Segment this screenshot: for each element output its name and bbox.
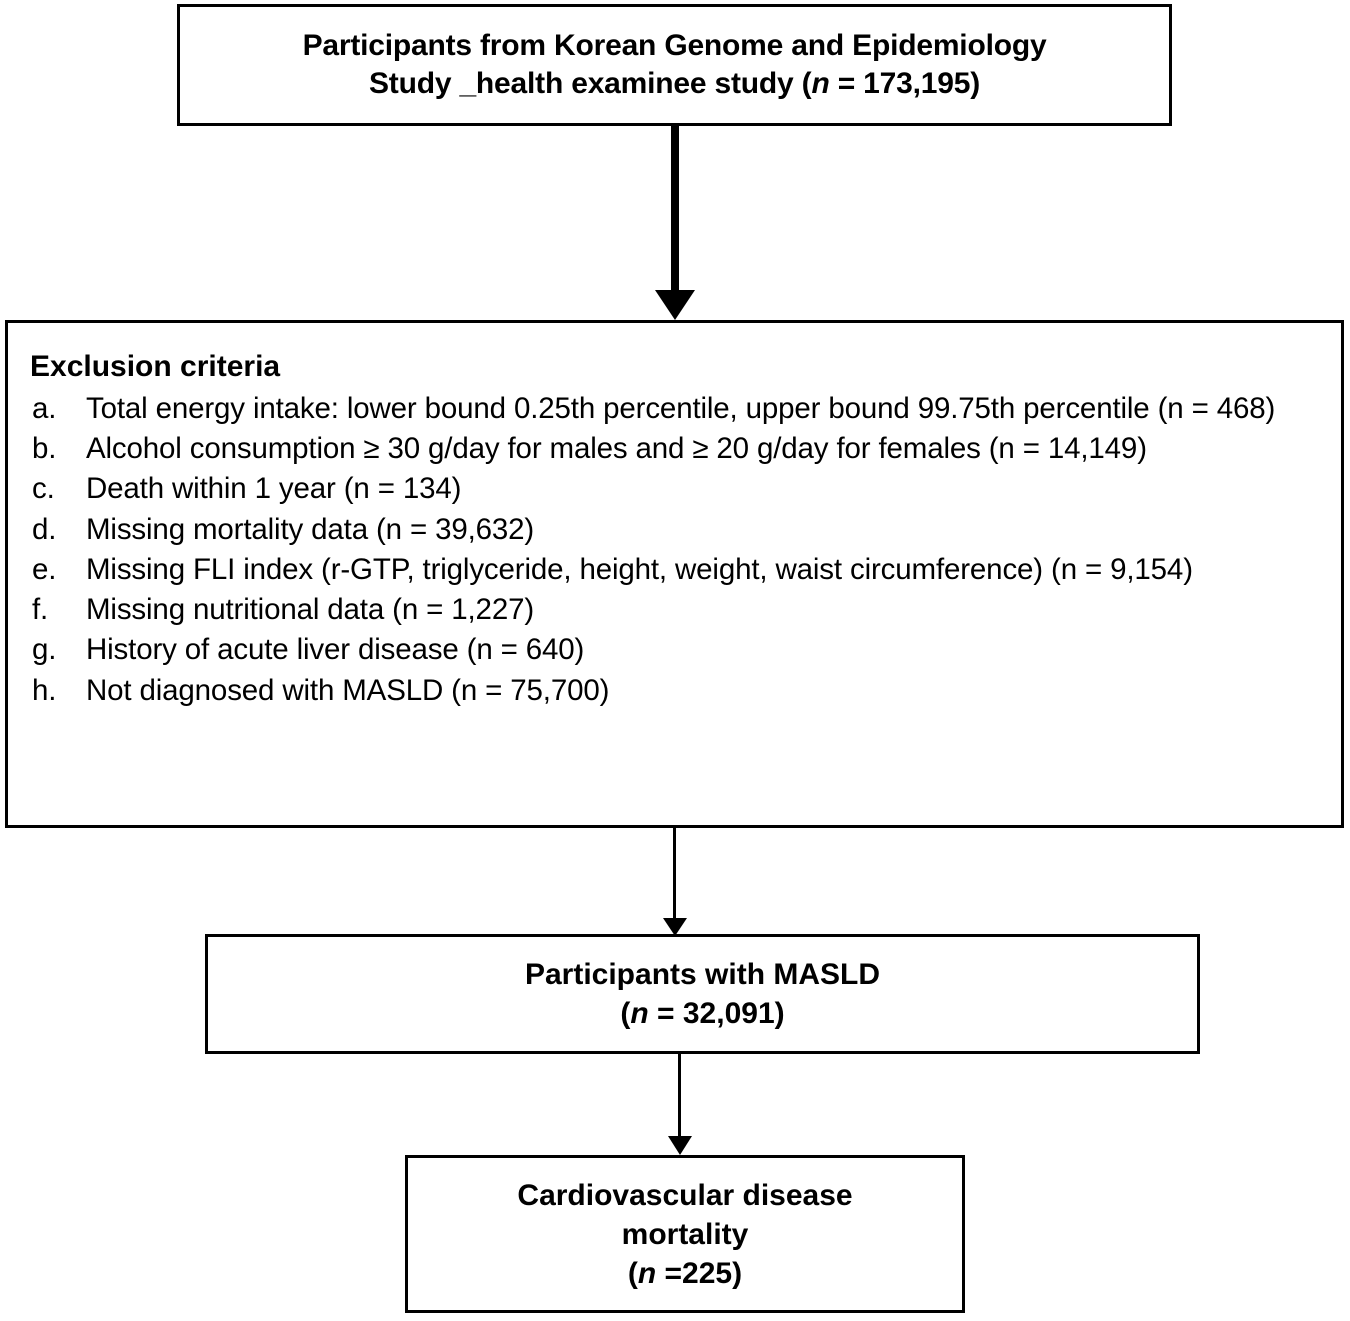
list-item: b. Alcohol consumption ≥ 30 g/day for ma… bbox=[30, 429, 1325, 468]
list-item-marker: d. bbox=[32, 512, 57, 546]
list-item-text: History of acute liver disease (n = 640) bbox=[86, 633, 585, 667]
list-item-marker: h. bbox=[32, 673, 57, 707]
cvd-count: (n =225) bbox=[628, 1254, 742, 1293]
source-population-line-1: Participants from Korean Genome and Epid… bbox=[302, 28, 1047, 62]
masld-count-suffix: = 32,091) bbox=[648, 997, 785, 1030]
arrow-masld-to-outcome-icon bbox=[655, 1054, 705, 1163]
list-item-marker: f. bbox=[32, 593, 49, 627]
source-population-line2-prefix: Study _health examinee study ( bbox=[368, 67, 812, 100]
exclusion-criteria-list: a. Total energy intake: lower bound 0.25… bbox=[30, 389, 1325, 710]
list-item: g. History of acute liver disease (n = 6… bbox=[30, 630, 1325, 669]
list-item-marker: a. bbox=[32, 392, 57, 425]
source-population-line2-suffix: = 173,195) bbox=[829, 67, 981, 100]
list-item: f. Missing nutritional data (n = 1,227) bbox=[30, 590, 1325, 629]
box-cardiovascular-disease-mortality: Cardiovascular disease mortality (n =225… bbox=[405, 1155, 965, 1313]
box-exclusion-criteria: Exclusion criteria a. Total energy intak… bbox=[5, 320, 1344, 828]
exclusion-criteria-heading: Exclusion criteria bbox=[30, 350, 281, 383]
source-population-n-italic: n bbox=[811, 67, 830, 100]
list-item: h. Not diagnosed with MASLD (n = 75,700) bbox=[30, 671, 1325, 710]
list-item: c. Death within 1 year (n = 134) bbox=[30, 469, 1325, 508]
list-item-text: Alcohol consumption ≥ 30 g/day for males… bbox=[86, 432, 1147, 466]
list-item-marker: e. bbox=[32, 552, 57, 586]
source-population-text: Participants from Korean Genome and Epid… bbox=[303, 27, 1047, 104]
masld-n-italic: n bbox=[630, 997, 649, 1030]
list-item: e. Missing FLI index (r-GTP, triglycerid… bbox=[30, 550, 1325, 589]
list-item-text: Missing FLI index (r-GTP, triglyceride, … bbox=[86, 552, 1193, 586]
arrow-exclusion-to-masld-icon bbox=[650, 828, 700, 943]
list-item-text: Total energy intake: lower bound 0.25th … bbox=[86, 392, 1276, 425]
list-item: d. Missing mortality data (n = 39,632) bbox=[30, 510, 1325, 549]
cvd-title-line-2: mortality bbox=[621, 1217, 749, 1251]
box-source-population: Participants from Korean Genome and Epid… bbox=[177, 4, 1172, 126]
list-item-text: Death within 1 year (n = 134) bbox=[86, 472, 462, 506]
arrow-top-to-exclusion-icon bbox=[640, 126, 710, 327]
cvd-n-italic: n bbox=[637, 1256, 657, 1290]
list-item-text: Missing nutritional data (n = 1,227) bbox=[86, 593, 535, 627]
list-item-marker: c. bbox=[32, 472, 55, 506]
list-item-text: Not diagnosed with MASLD (n = 75,700) bbox=[86, 673, 610, 707]
box-participants-with-masld: Participants with MASLD (n = 32,091) bbox=[205, 934, 1200, 1054]
list-item-marker: b. bbox=[32, 432, 57, 466]
cvd-count-prefix: ( bbox=[627, 1256, 638, 1290]
source-population-line-2: Study _health examinee study (n = 173,19… bbox=[303, 65, 1047, 103]
list-item-text: Missing mortality data (n = 39,632) bbox=[86, 512, 535, 546]
masld-count-prefix: ( bbox=[620, 997, 631, 1030]
list-item: a. Total energy intake: lower bound 0.25… bbox=[30, 389, 1325, 428]
cvd-title-line-1: Cardiovascular disease bbox=[517, 1178, 853, 1212]
list-item-marker: g. bbox=[32, 633, 57, 667]
masld-title: Participants with MASLD bbox=[524, 958, 881, 991]
cvd-count-suffix: =225) bbox=[656, 1256, 743, 1290]
masld-count: (n = 32,091) bbox=[620, 994, 784, 1033]
